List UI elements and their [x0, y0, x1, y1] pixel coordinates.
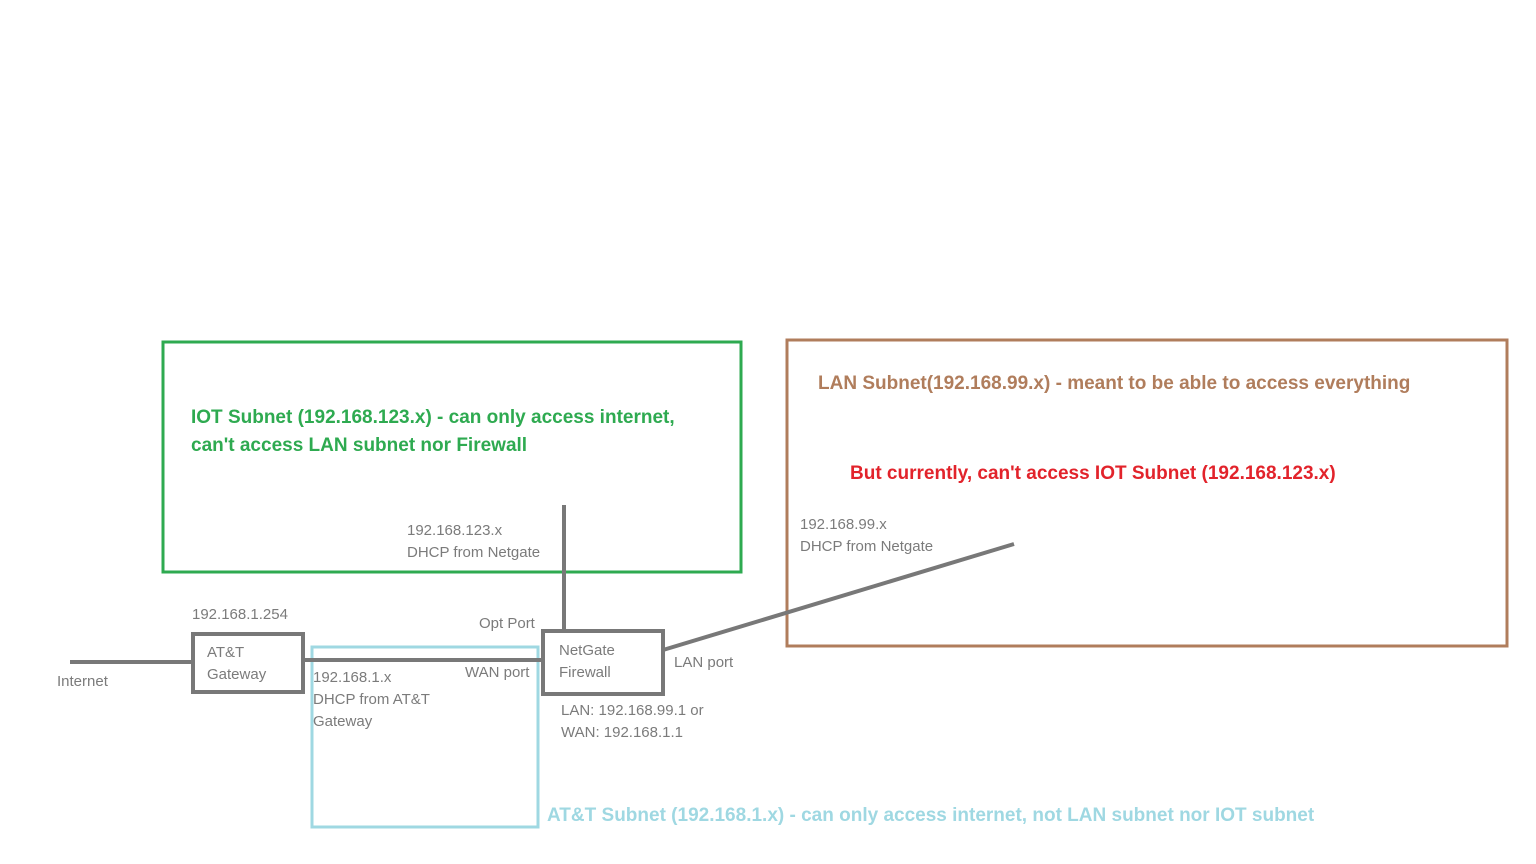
att-subnet-dhcp-line1: DHCP from AT&T [313, 691, 430, 708]
firewall-lan-address: LAN: 192.168.99.1 or [561, 702, 704, 719]
gateway-label-line1: AT&T [207, 644, 245, 661]
firewall-label-line2: Firewall [559, 664, 611, 681]
opt-port-label: Opt Port [479, 615, 535, 632]
lan-port-label: LAN port [674, 654, 734, 671]
netgate-firewall-box [541, 629, 665, 696]
firewall-label-line1: NetGate [559, 642, 615, 659]
iot-subnet-ip: 192.168.123.x [407, 522, 503, 539]
att-subnet-box [310, 645, 540, 829]
lan-subnet-box [785, 338, 1509, 648]
gateway-label-line2: Gateway [207, 666, 267, 683]
lan-subnet-dhcp: DHCP from Netgate [800, 538, 934, 555]
att-subnet-ip: 192.168.1.x [313, 669, 392, 686]
lan-subnet-alert: But currently, can't access IOT Subnet (… [850, 463, 1336, 484]
internet-label: Internet [57, 673, 108, 690]
iot-subnet-title-line2: can't access LAN subnet nor Firewall [191, 435, 528, 456]
att-gateway-box [191, 632, 305, 694]
wan-port-label: WAN port [465, 664, 530, 681]
iot-subnet-box [161, 340, 743, 574]
gateway-ip: 192.168.1.254 [192, 606, 288, 623]
lan-link [662, 542, 1015, 652]
lan-subnet-ip: 192.168.99.x [800, 516, 887, 533]
iot-subnet-title-line1: IOT Subnet (192.168.123.x) - can only ac… [191, 407, 675, 428]
att-subnet-title: AT&T Subnet (192.168.1.x) - can only acc… [547, 805, 1315, 826]
lan-subnet-title: LAN Subnet(192.168.99.x) - meant to be a… [818, 373, 1411, 394]
iot-subnet-dhcp: DHCP from Netgate [407, 544, 541, 561]
firewall-wan-address: WAN: 192.168.1.1 [561, 724, 684, 741]
att-subnet-dhcp-line2: Gateway [313, 713, 373, 730]
